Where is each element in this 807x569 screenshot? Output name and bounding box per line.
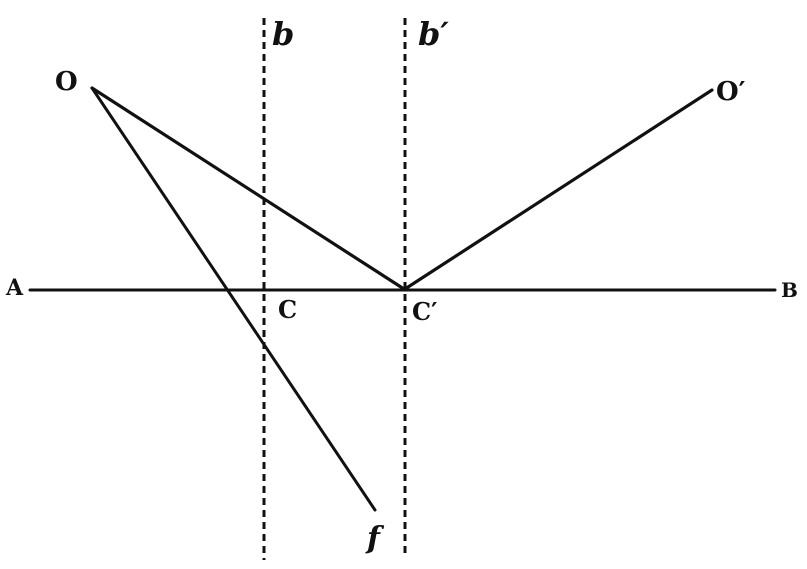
label-c: C (278, 295, 297, 324)
label-o-prime: O′ (716, 77, 746, 107)
line-c-prime-to-o-prime (403, 88, 714, 291)
label-c-prime: C′ (412, 297, 437, 326)
label-a: A (5, 275, 24, 301)
label-b: b (272, 15, 294, 53)
label-b-right: B (781, 278, 798, 302)
label-b-prime: b′ (418, 15, 449, 53)
line-o-to-f (90, 86, 377, 512)
label-f: f (365, 521, 385, 556)
line-o-to-c-prime (90, 86, 406, 291)
label-o: O (55, 67, 78, 97)
